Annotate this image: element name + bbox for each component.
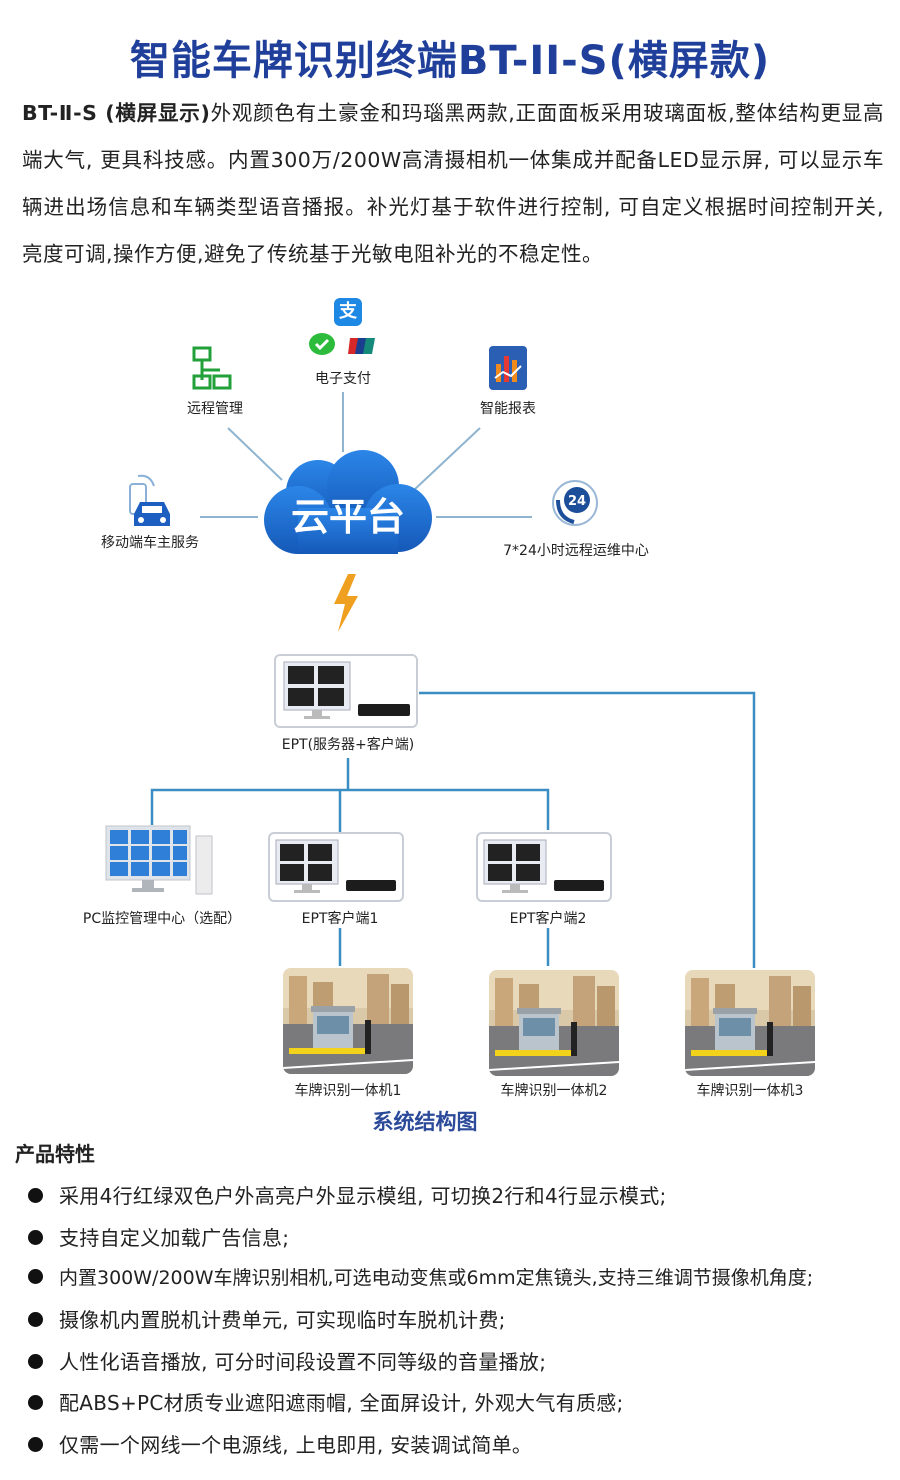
wechat-pay-icon [308,332,336,358]
ept-server-device [274,654,418,728]
bullet-icon [28,1312,43,1327]
page-title: 智能车牌识别终端BT-II-S(横屏款) [129,38,771,84]
bullet-icon [28,1437,43,1452]
lpr-terminal-1-label: 车牌识别一体机1 [294,1083,402,1099]
cloud-platform-label: 云平台 [290,495,405,539]
pc-monitoring-center-label: PC监控管理中心（选配） [82,911,242,927]
lightning-icon [330,574,362,632]
cloud-icon [258,448,438,560]
mobile-owner-service-label: 移动端车主服务 [101,535,199,551]
feature-item: 摄像机内置脱机计费单元, 可实现临时车脱机计费; [28,1304,506,1333]
feature-item: 支持自定义加载广告信息; [28,1222,289,1251]
e-payment-label: 电子支付 [315,371,371,387]
bullet-icon [28,1354,43,1369]
feature-item: 采用4行红绿双色户外高亮户外显示模组, 可切换2行和4行显示模式; [28,1180,667,1209]
remote-management-label: 远程管理 [187,401,243,417]
feature-text: 人性化语音播放, 可分时间段设置不同等级的音量播放; [59,1350,547,1374]
feature-item: 内置300W/200W车牌识别相机,可选电动变焦或6mm定焦镜头,支持三维调节摄… [28,1263,813,1290]
car-service-icon [126,474,174,530]
feature-text: 配ABS+PC材质专业遮阳遮雨帽, 全面屏设计, 外观大气有质感; [59,1391,624,1415]
feature-text: 内置300W/200W车牌识别相机,可选电动变焦或6mm定焦镜头,支持三维调节摄… [59,1267,814,1289]
features-title: 产品特性 [15,1142,95,1166]
svg-text:24: 24 [568,494,586,509]
ept-server-label: EPT(服务器+客户端) [281,737,415,753]
smart-report-label: 智能报表 [480,401,536,417]
feature-item: 人性化语音播放, 可分时间段设置不同等级的音量播放; [28,1346,546,1375]
bullet-icon [28,1269,43,1284]
alipay-icon: 支 [334,298,362,326]
pc-monitor-icon [104,824,216,898]
ept-client-1-device [268,832,404,902]
feature-text: 仅需一个网线一个电源线, 上电即用, 安装调试简单。 [59,1433,533,1457]
feature-text: 支持自定义加载广告信息; [59,1226,290,1250]
unionpay-icon [348,336,376,356]
ept-client-2-label: EPT客户端2 [509,911,587,927]
lpr-terminal-3-label: 车牌识别一体机3 [696,1083,804,1099]
bullet-icon [28,1188,43,1203]
bullet-icon [28,1395,43,1410]
network-icon [190,346,234,392]
feature-item: 配ABS+PC材质专业遮阳遮雨帽, 全面屏设计, 外观大气有质感; [28,1387,624,1416]
report-icon [487,342,529,392]
ept-client-2-device [476,832,612,902]
lpr-terminal-1-photo [283,968,413,1074]
intro-paragraph: BT-Ⅱ-S (横屏显示)外观颜色有土豪金和玛瑙黑两款,正面面板采用玻璃面板,整… [22,90,884,278]
support-24h-icon: 24 [550,478,600,528]
diagram-caption: 系统结构图 [372,1110,478,1134]
bullet-icon [28,1230,43,1245]
feature-text: 采用4行红绿双色户外高亮户外显示模组, 可切换2行和4行显示模式; [59,1184,667,1208]
feature-text: 摄像机内置脱机计费单元, 可实现临时车脱机计费; [59,1308,506,1332]
intro-text: 外观颜色有土豪金和玛瑙黑两款,正面面板采用玻璃面板,整体结构更显高端大气, 更具… [22,101,884,266]
feature-item: 仅需一个网线一个电源线, 上电即用, 安装调试简单。 [28,1429,532,1458]
ept-client-1-label: EPT客户端1 [301,911,379,927]
lpr-terminal-2-photo [489,970,619,1076]
lpr-terminal-2-label: 车牌识别一体机2 [500,1083,608,1099]
remote-ops-center-label: 7*24小时远程运维中心 [503,543,649,559]
lpr-terminal-3-photo [685,970,815,1076]
intro-lead: BT-Ⅱ-S (横屏显示) [22,101,211,125]
